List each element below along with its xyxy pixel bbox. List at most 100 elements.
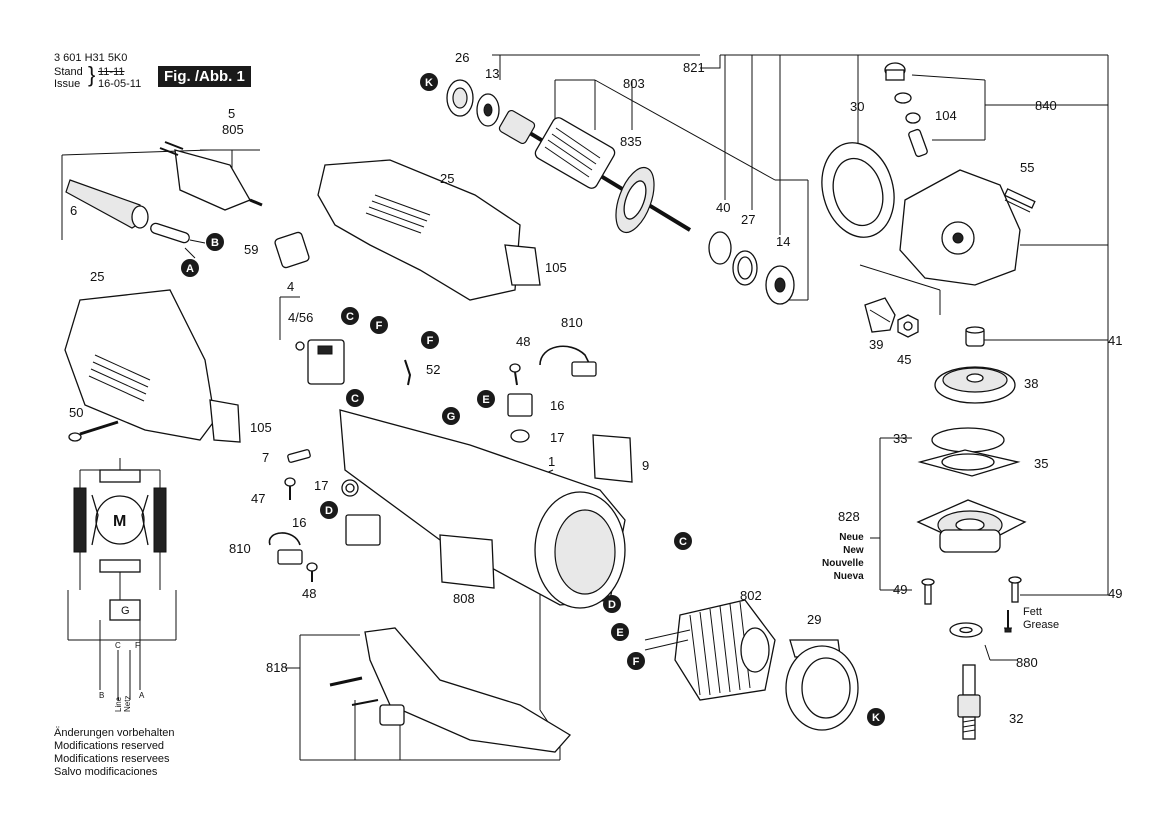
part-label-p35: 35	[1034, 456, 1048, 471]
ref-bubble-letter: F	[633, 656, 640, 668]
ref-bubble-e2: E	[611, 623, 629, 641]
new-de: Neue	[839, 532, 864, 543]
screw-48-upper	[509, 363, 521, 386]
ref-bubble-circle	[320, 501, 338, 519]
bearing-14	[765, 265, 795, 305]
part-label-p30: 30	[850, 99, 864, 114]
ref-bubble-letter: G	[447, 411, 456, 423]
ref-bubble-letter: C	[679, 536, 687, 548]
part-label-p48b: 48	[302, 586, 316, 601]
part-label-p17a: 17	[550, 430, 564, 445]
part-label-p1: 1	[548, 454, 555, 469]
pinion-39	[864, 297, 896, 333]
part-label-p17b: 17	[314, 478, 328, 493]
new-component-note: Neue New Nouvelle Nueva	[822, 531, 864, 583]
o-ring-33	[931, 427, 1005, 453]
ref-bubble-letter: K	[425, 77, 433, 89]
part-label-p828: 828	[838, 509, 860, 524]
ref-bubble-a1: A	[181, 259, 199, 277]
ref-bubble-letter: A	[186, 263, 194, 275]
ref-bubble-circle	[346, 389, 364, 407]
ref-bubble-circle	[181, 259, 199, 277]
part-label-p33: 33	[893, 431, 907, 446]
plug-805	[159, 141, 263, 211]
cord-sleeve-6	[65, 179, 149, 229]
grease-note-fett: Fett	[1023, 606, 1042, 618]
part-label-p52: 52	[426, 362, 440, 377]
ref-bubble-circle	[206, 233, 224, 251]
ref-bubble-letter: C	[346, 311, 354, 323]
motor-housing-1	[339, 409, 626, 609]
ref-bubble-circle	[421, 331, 439, 349]
switch-4	[295, 339, 345, 385]
part-label-p105a: 105	[545, 260, 567, 275]
part-label-p55: 55	[1020, 160, 1034, 175]
armature-835	[498, 109, 692, 234]
screw-48-lower	[306, 562, 318, 582]
modification-notes: Änderungen vorbehalten Modifications res…	[54, 727, 174, 779]
note-de: Änderungen vorbehalten	[54, 727, 175, 739]
part-label-p821: 821	[683, 60, 705, 75]
spring-17-upper	[510, 429, 530, 443]
cable-clamp-7	[287, 449, 311, 463]
ref-bubble-circle	[674, 532, 692, 550]
ref-bubble-letter: F	[376, 320, 383, 332]
part-label-p38: 38	[1024, 376, 1038, 391]
switch-g-label: G	[121, 605, 130, 617]
ref-bubble-circle	[370, 316, 388, 334]
label-105-lower	[209, 399, 241, 443]
part-label-p5: 5	[228, 106, 235, 121]
part-label-p49b: 49	[1108, 586, 1122, 601]
ring-27	[732, 250, 758, 286]
old-date: 11-11	[98, 66, 125, 78]
part-label-p835: 835	[620, 134, 642, 149]
part-label-p808: 808	[453, 591, 475, 606]
ref-bubble-c1: C	[341, 307, 359, 325]
ref-bubble-k2: K	[867, 708, 885, 726]
terminal-a-label: A	[139, 691, 145, 700]
part-label-p818: 818	[266, 660, 288, 675]
ref-bubble-e1: E	[477, 390, 495, 408]
part-label-p4_56: 4/56	[288, 310, 313, 325]
doc-number: 3 601 H31 5K0	[54, 52, 128, 64]
bearing-flange-828	[916, 499, 1027, 553]
terminal-c-label: C	[115, 641, 121, 650]
spring-disc-30	[821, 142, 895, 238]
cable-810-lower	[268, 532, 303, 565]
part-label-p25a: 25	[440, 171, 454, 186]
stand-label: Stand	[54, 66, 83, 78]
ref-bubble-letter: B	[211, 237, 219, 249]
switch-button-59	[274, 231, 310, 269]
brush-holder-16-lower	[345, 514, 381, 546]
washer-880	[949, 622, 983, 638]
ref-bubble-letter: D	[325, 505, 333, 517]
ref-bubble-k1: K	[420, 73, 438, 91]
part-label-p49a: 49	[893, 582, 907, 597]
screw-47	[284, 477, 296, 500]
part-label-p27: 27	[741, 212, 755, 227]
issue-label: Issue	[54, 78, 81, 90]
spindle-32	[957, 664, 981, 740]
netz-label: Netz	[123, 696, 132, 712]
gear-housing	[899, 169, 1036, 286]
ref-bubble-circle	[627, 652, 645, 670]
ref-bubble-b1: B	[206, 233, 224, 251]
field-coil-802	[644, 599, 776, 701]
ref-bubble-circle	[420, 73, 438, 91]
part-label-p840: 840	[1035, 98, 1057, 113]
screw-50	[68, 420, 119, 442]
label-808	[439, 534, 495, 589]
retaining-ring-40	[708, 231, 732, 265]
new-es: Nueva	[833, 571, 864, 582]
ref-bubble-f1: F	[370, 316, 388, 334]
ref-bubble-circle	[442, 407, 460, 425]
screw-49-right	[1008, 576, 1022, 603]
ref-bubble-g1: G	[442, 407, 460, 425]
part-label-p13: 13	[485, 66, 499, 81]
flange-35	[917, 449, 1021, 477]
part-label-p6: 6	[70, 203, 77, 218]
part-label-p880: 880	[1016, 655, 1038, 670]
